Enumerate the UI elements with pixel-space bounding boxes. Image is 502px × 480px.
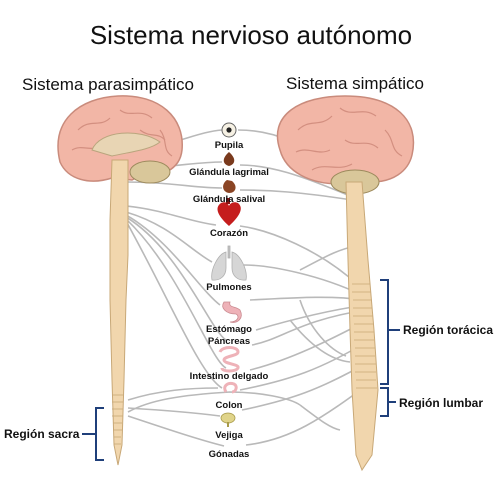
vejiga-icon <box>220 412 236 427</box>
estomago-icon <box>222 301 242 323</box>
organ-label-pulmones: Pulmones <box>206 282 252 293</box>
organ-label-intestino: Intestino delgado <box>189 371 269 382</box>
organ-label-pancreas: Páncreas <box>207 336 251 347</box>
parasympathetic-title: Sistema parasimpático <box>22 75 194 94</box>
pupila-icon <box>221 122 237 138</box>
organ-label-glandula-lagrimal: Glándula lagrimal <box>189 167 269 178</box>
organ-label-pupila: Pupila <box>214 140 244 151</box>
organ-label-gonadas: Gónadas <box>208 449 250 460</box>
sympathetic-spinal-cord <box>345 181 379 472</box>
organ-label-vejiga: Vejiga <box>215 430 243 441</box>
region-label-lumbar: Región lumbar <box>399 396 484 410</box>
glandula-salival-icon <box>223 180 236 193</box>
organ-label-glandula-salival: Glándula salival <box>192 194 266 205</box>
diagram-title: Sistema nervioso autónomo <box>89 20 413 50</box>
parasympathetic-brain <box>57 95 183 184</box>
bracket-toracica <box>380 279 389 385</box>
organ-label-colon: Colon <box>215 400 243 411</box>
organ-label-estomago: Estómago <box>206 324 252 335</box>
glandula-lagrimal-icon <box>223 152 235 166</box>
sympathetic-title: Sistema simpático <box>286 74 424 93</box>
bracket-lumbar <box>380 387 389 417</box>
region-label-toracica: Región torácica <box>403 323 494 337</box>
parasympathetic-sacral-segments <box>112 394 123 445</box>
pulmones-icon <box>211 245 247 281</box>
bracket-sacra <box>95 407 104 461</box>
region-label-sacra: Región sacra <box>4 427 80 441</box>
organ-label-corazon: Corazón <box>210 228 248 239</box>
colon-icon <box>223 382 238 394</box>
corazon-icon <box>217 198 241 226</box>
parasympathetic-spinal-cord <box>109 159 129 466</box>
sympathetic-brain <box>276 95 415 195</box>
intestino-icon <box>218 346 240 373</box>
region-brackets <box>82 279 400 461</box>
sympathetic-segments <box>352 283 377 389</box>
